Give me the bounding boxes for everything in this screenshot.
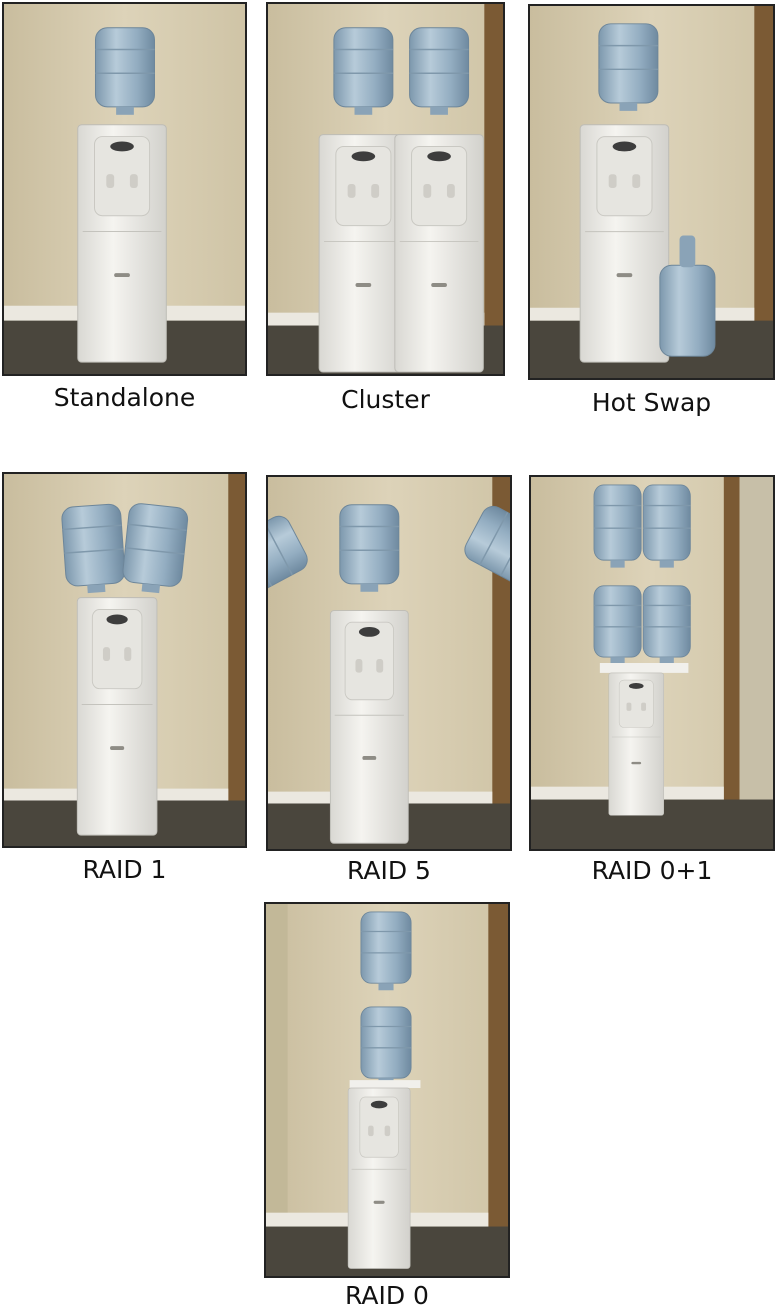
caption-standalone: Standalone	[53, 383, 196, 412]
caption-cluster: Cluster	[341, 385, 430, 414]
caption-hot-swap: Hot Swap	[591, 388, 712, 417]
photo-cluster	[266, 2, 505, 376]
photo-raid-5	[266, 475, 512, 851]
caption-raid-0: RAID 0	[345, 1281, 429, 1310]
photo-raid-0	[264, 902, 510, 1278]
photo-standalone	[2, 2, 247, 376]
caption-raid-1: RAID 1	[82, 855, 167, 884]
photo-hot-swap	[528, 4, 775, 380]
caption-raid-5: RAID 5	[347, 856, 431, 885]
photo-raid-1	[2, 472, 247, 848]
photo-raid-0-1	[529, 475, 775, 851]
caption-raid-0-1: RAID 0+1	[591, 856, 713, 885]
